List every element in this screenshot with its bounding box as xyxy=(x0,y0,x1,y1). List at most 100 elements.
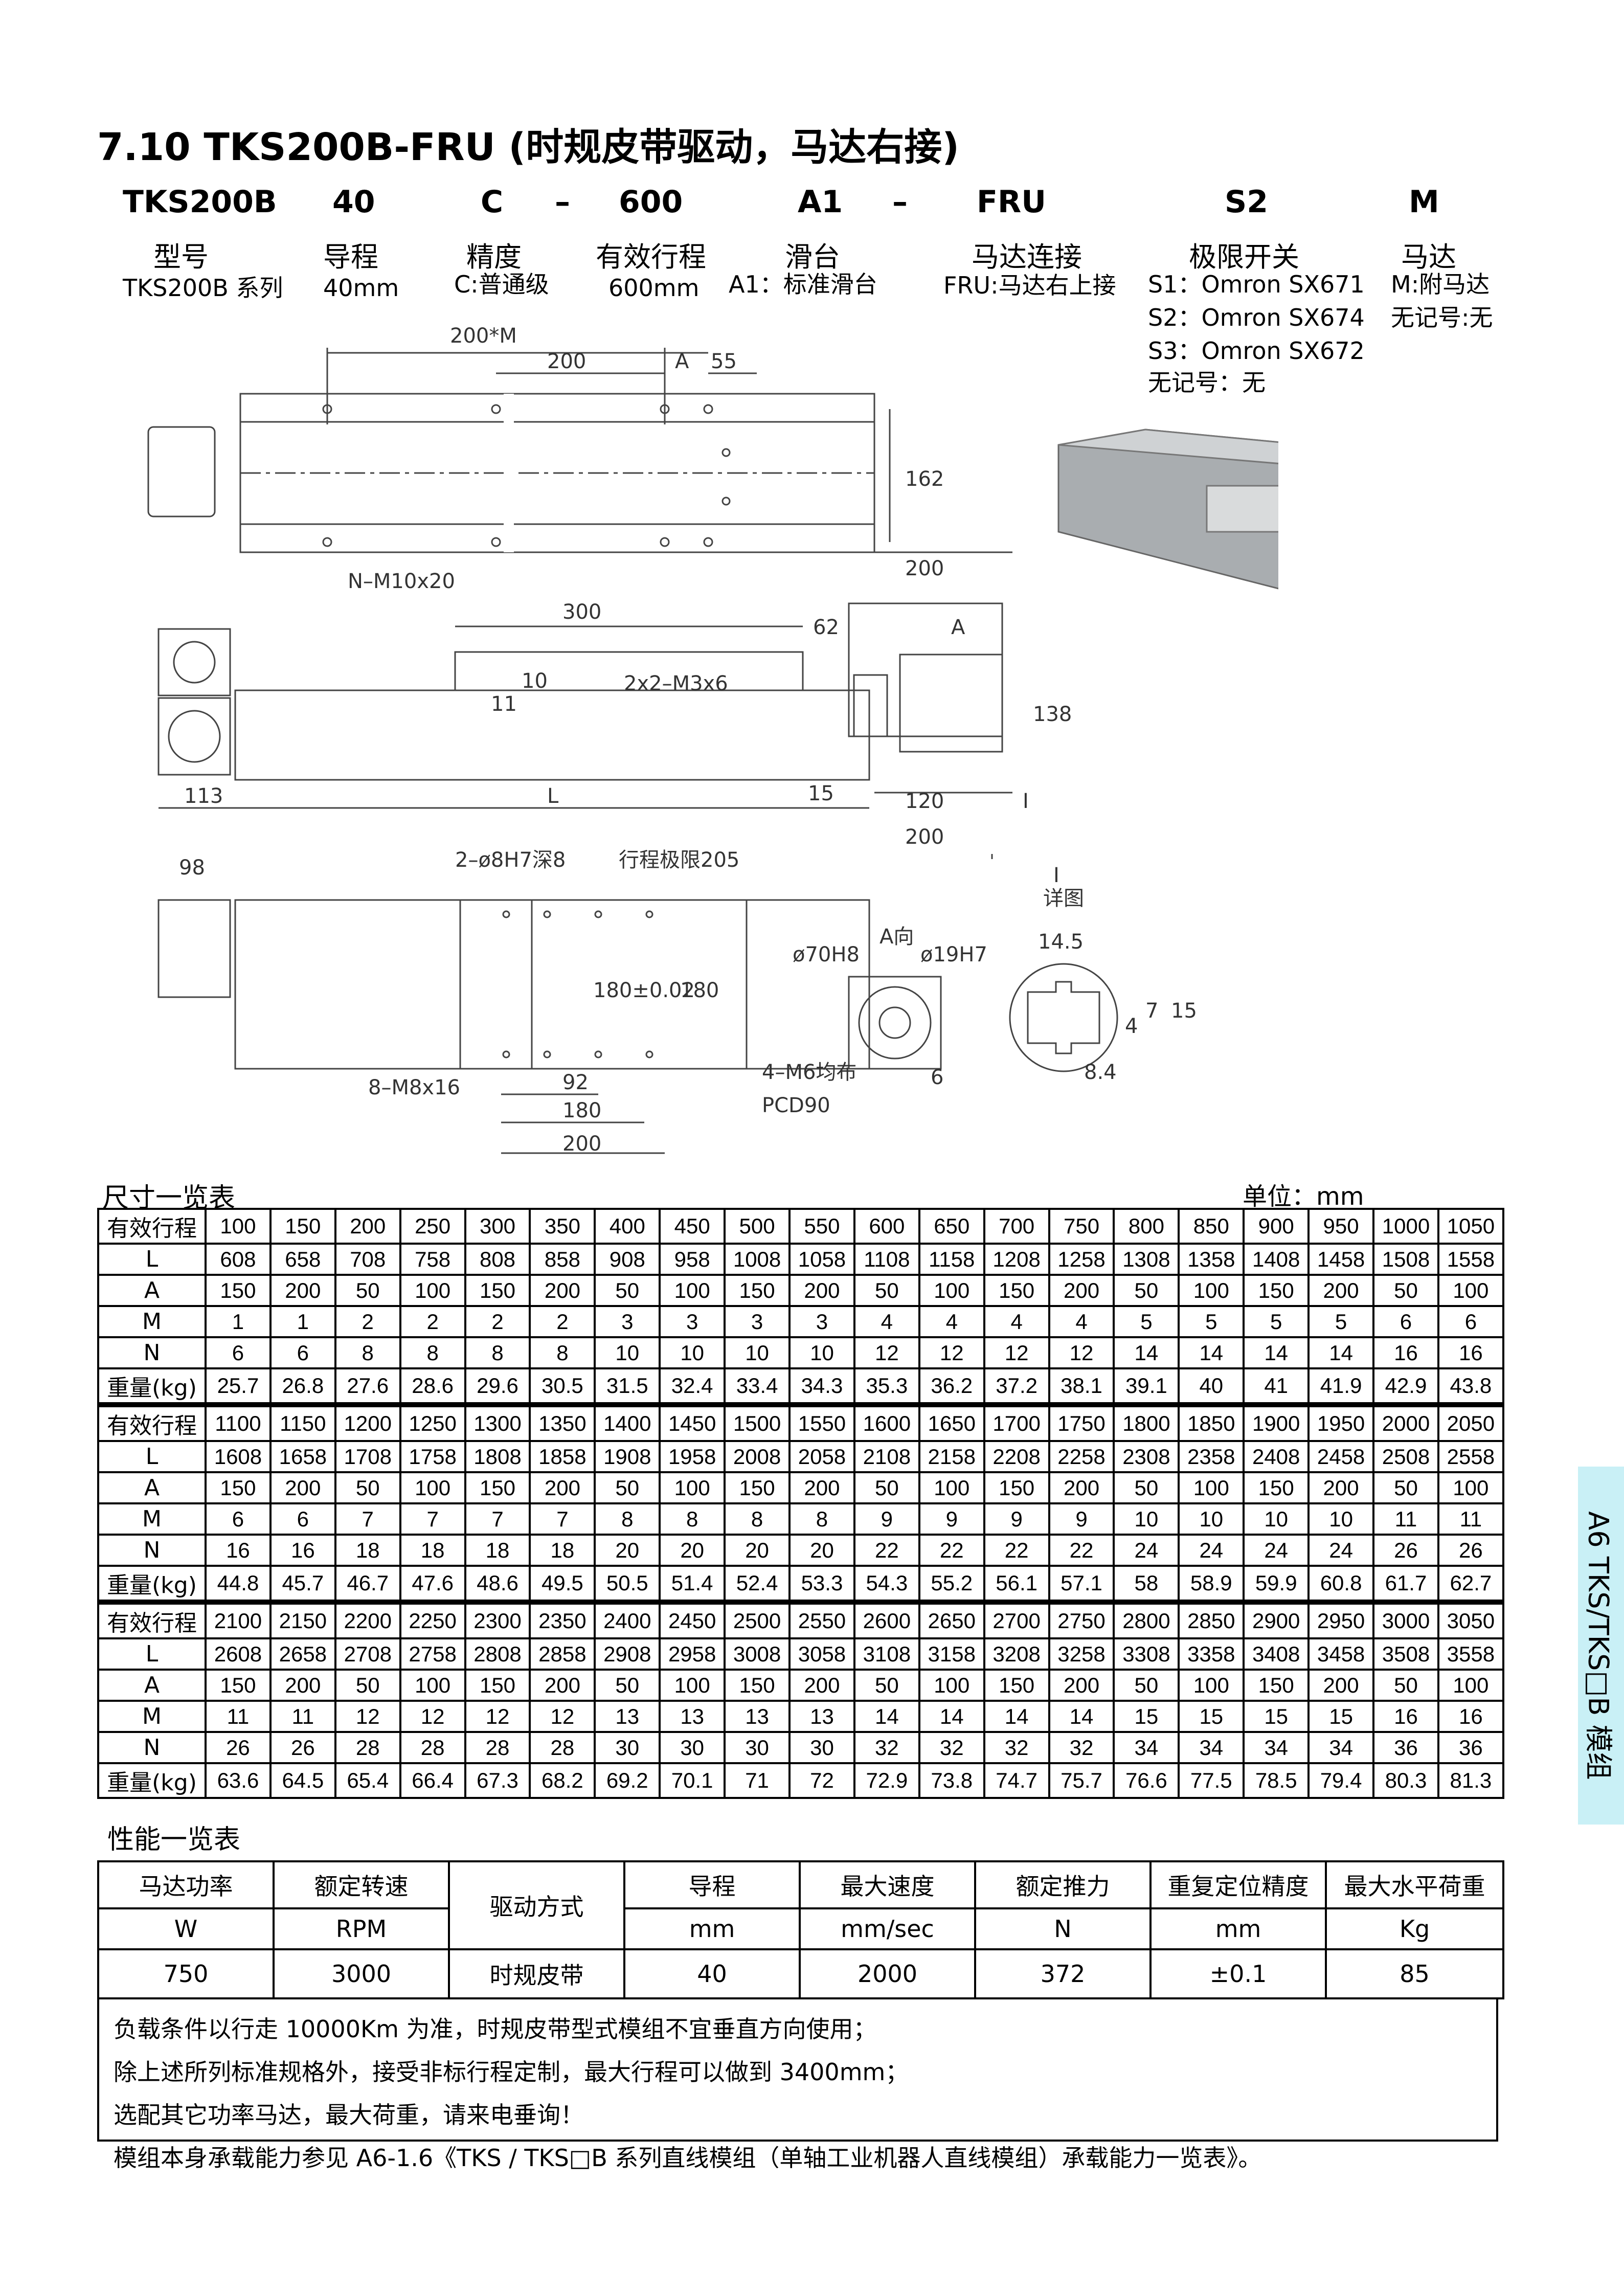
dims-cell: 8 xyxy=(788,1502,855,1536)
dims-row-label: M xyxy=(97,1305,207,1338)
dims-cell: 2100 xyxy=(205,1600,272,1639)
dims-cell: 100 xyxy=(399,1274,466,1307)
dims-cell: 32 xyxy=(853,1731,920,1764)
dims-cell: 66.4 xyxy=(399,1762,466,1799)
dims-cell: 608 xyxy=(205,1243,272,1276)
perf-table: 马达功率 额定转速 驱动方式 导程 最大速度 额定推力 重复定位精度 最大水平荷… xyxy=(97,1860,1504,1999)
dims-cell: 4 xyxy=(918,1305,985,1338)
dims-cell: 14 xyxy=(1307,1336,1375,1369)
dims-cell: 1300 xyxy=(464,1403,531,1442)
switch-option: S3：Omron SX672 xyxy=(1148,337,1365,365)
motor-top-view xyxy=(147,426,216,517)
dims-cell: 2758 xyxy=(399,1637,466,1671)
dims-cell: 1800 xyxy=(1113,1403,1180,1442)
dim-label: I xyxy=(1023,790,1029,813)
dims-cell: 28 xyxy=(464,1731,531,1764)
perf-header: 最大水平荷重 xyxy=(1325,1860,1504,1909)
dims-cell: 20 xyxy=(659,1534,726,1567)
dims-cell: 28.6 xyxy=(399,1367,466,1406)
dims-cell: 31.5 xyxy=(594,1367,661,1406)
code-slider: A1 xyxy=(798,184,843,220)
dim-label: 15 xyxy=(808,782,834,805)
dims-cell: 3 xyxy=(594,1305,661,1338)
dims-cell: 50 xyxy=(334,1274,401,1307)
code-accuracy: C xyxy=(481,184,504,220)
dims-cell: 32.4 xyxy=(659,1367,726,1406)
dims-cell: 3000 xyxy=(1372,1600,1439,1639)
dims-cell: 1250 xyxy=(399,1403,466,1442)
dims-cell: 1 xyxy=(269,1305,336,1338)
dims-cell: 100 xyxy=(1178,1669,1245,1702)
dims-cell: 2300 xyxy=(464,1600,531,1639)
dims-cell: 50 xyxy=(334,1471,401,1504)
dims-cell: 36 xyxy=(1437,1731,1504,1764)
field-label: 马达连接 xyxy=(972,241,1082,273)
dim-label: A向 xyxy=(879,925,914,949)
dims-cell: 2900 xyxy=(1243,1600,1310,1639)
dim-label: N–M10x20 xyxy=(348,570,455,593)
dims-cell: 34 xyxy=(1307,1731,1375,1764)
dims-cell: 58.9 xyxy=(1178,1565,1245,1603)
page-title: 7.10 TKS200B-FRU (时规皮带驱动，马达右接) xyxy=(97,125,960,169)
dims-cell: 48.6 xyxy=(464,1565,531,1603)
dims-cell: 3050 xyxy=(1437,1600,1504,1639)
dims-cell: 30.5 xyxy=(529,1367,596,1406)
dims-cell: 100 xyxy=(918,1471,985,1504)
dims-cell: 13 xyxy=(659,1700,726,1733)
dims-cell: 8 xyxy=(594,1502,661,1536)
dims-cell: 3258 xyxy=(1048,1637,1115,1671)
perf-value: ±0.1 xyxy=(1149,1948,1327,1999)
dims-cell: 50 xyxy=(1113,1669,1180,1702)
dims-cell: 12 xyxy=(1048,1336,1115,1369)
dims-cell: 72 xyxy=(788,1762,855,1799)
dims-cell: 1908 xyxy=(594,1440,661,1473)
dims-cell: 46.7 xyxy=(334,1565,401,1603)
dims-cell: 100 xyxy=(205,1208,272,1245)
dims-cell: 16 xyxy=(1372,1336,1439,1369)
dims-cell: 100 xyxy=(1178,1471,1245,1504)
dims-cell: 150 xyxy=(724,1471,791,1504)
dims-cell: 2800 xyxy=(1113,1600,1180,1639)
dim-label: 180±0.02 xyxy=(593,979,695,1002)
dim-label: 180 xyxy=(680,979,719,1002)
field-desc: TKS200B 系列 xyxy=(123,274,283,302)
dims-cell: 34.3 xyxy=(788,1367,855,1406)
dims-cell: 78.5 xyxy=(1243,1762,1310,1799)
dims-cell: 50 xyxy=(1113,1471,1180,1504)
dims-cell: 150 xyxy=(464,1471,531,1504)
dims-cell: 500 xyxy=(724,1208,791,1245)
dims-cell: 24 xyxy=(1243,1534,1310,1567)
dims-cell: 150 xyxy=(983,1471,1050,1504)
dims-cell: 70.1 xyxy=(659,1762,726,1799)
dims-cell: 71 xyxy=(724,1762,791,1799)
dim-label: ø70H8 xyxy=(793,943,860,966)
dims-row-label: L xyxy=(97,1440,207,1473)
dims-cell: 200 xyxy=(1048,1669,1115,1702)
dims-cell: 25.7 xyxy=(205,1367,272,1406)
dims-cell: 1100 xyxy=(205,1403,272,1442)
dim-label: 180 xyxy=(562,1099,601,1122)
field-desc: A1：标准滑台 xyxy=(729,271,877,298)
dims-cell: 14 xyxy=(1243,1336,1310,1369)
dims-cell: 200 xyxy=(1307,1471,1375,1504)
dims-cell: 41 xyxy=(1243,1367,1310,1406)
dims-cell: 1650 xyxy=(918,1403,985,1442)
module-bottom-view xyxy=(234,899,870,1070)
dims-row-label: L xyxy=(97,1637,207,1671)
dims-cell: 8 xyxy=(659,1502,726,1536)
dims-cell: 10 xyxy=(594,1336,661,1369)
dims-cell: 200 xyxy=(334,1208,401,1245)
dims-cell: 2950 xyxy=(1307,1600,1375,1639)
dims-cell: 150 xyxy=(983,1669,1050,1702)
dims-table-title: 尺寸一览表 xyxy=(102,1183,236,1213)
dims-cell: 32 xyxy=(1048,1731,1115,1764)
dims-cell: 50 xyxy=(1372,1471,1439,1504)
dims-cell: 10 xyxy=(1307,1502,1375,1536)
perf-unit: N xyxy=(974,1907,1152,1950)
dim-label: 113 xyxy=(184,784,223,808)
dims-cell: 14 xyxy=(918,1700,985,1733)
dims-cell: 2308 xyxy=(1113,1440,1180,1473)
perf-value: 372 xyxy=(974,1948,1152,1999)
